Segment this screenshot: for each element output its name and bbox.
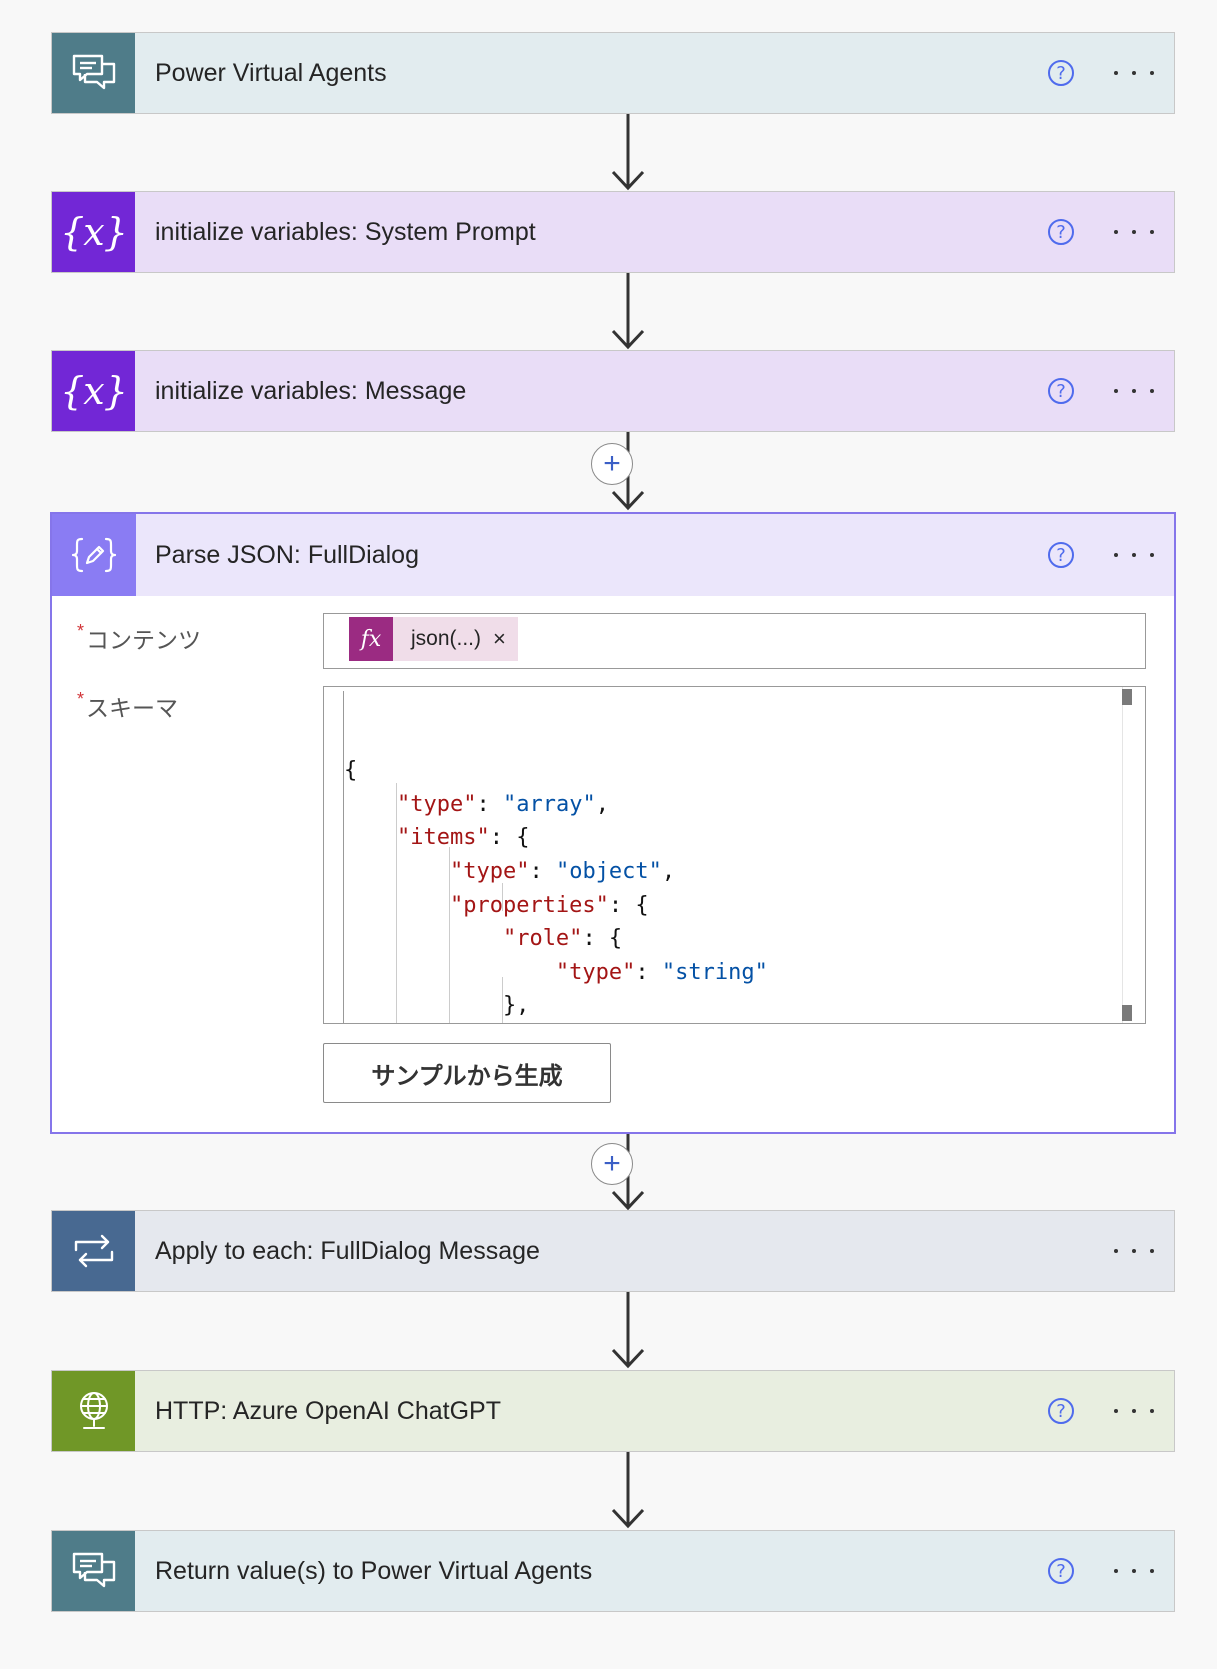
- step-title: Return value(s) to Power Virtual Agents: [155, 1556, 593, 1585]
- step-return-values[interactable]: Return value(s) to Power Virtual Agents …: [51, 1530, 1175, 1612]
- help-icon[interactable]: ?: [1048, 1398, 1074, 1424]
- step-title: initialize variables: Message: [155, 376, 467, 405]
- schema-editor[interactable]: { "type": "array", "items": { "type": "o…: [323, 686, 1146, 1024]
- help-icon[interactable]: ?: [1048, 219, 1074, 245]
- step-title: Parse JSON: FullDialog: [155, 540, 419, 569]
- help-icon[interactable]: ?: [1048, 542, 1074, 568]
- step-http-azure-openai[interactable]: HTTP: Azure OpenAI ChatGPT ?: [51, 1370, 1175, 1452]
- scrollbar-thumb-bottom[interactable]: [1122, 1005, 1132, 1021]
- content-field-label: *コンテンツ: [77, 621, 201, 655]
- more-options-icon[interactable]: [1114, 71, 1154, 75]
- help-icon[interactable]: ?: [1048, 60, 1074, 86]
- connector-arrow: [611, 114, 645, 191]
- expression-token[interactable]: fx json(...) ×: [349, 617, 518, 661]
- insert-step-button[interactable]: +: [591, 443, 633, 485]
- more-options-icon[interactable]: [1114, 1569, 1154, 1573]
- help-icon[interactable]: ?: [1048, 1558, 1074, 1584]
- more-options-icon[interactable]: [1114, 1409, 1154, 1413]
- connector-arrow: [611, 273, 645, 350]
- required-mark: *: [77, 689, 85, 709]
- connector-arrow: [611, 1292, 645, 1369]
- globe-icon: [52, 1371, 135, 1451]
- schema-code[interactable]: { "type": "array", "items": { "type": "o…: [344, 687, 768, 1024]
- more-options-icon[interactable]: [1114, 389, 1154, 393]
- variable-icon: {𝑥}: [52, 351, 135, 431]
- content-input[interactable]: fx json(...) ×: [323, 613, 1146, 669]
- code-line: "role": {: [502, 926, 623, 952]
- step-parse-json: Parse JSON: FullDialog ? *コンテンツ fx json(…: [50, 512, 1176, 1134]
- generate-from-sample-button[interactable]: サンプルから生成: [323, 1043, 611, 1103]
- code-line: "content": {: [344, 1023, 768, 1024]
- schema-field-label: *スキーマ: [77, 689, 178, 723]
- fx-icon: fx: [349, 617, 393, 661]
- step-title: HTTP: Azure OpenAI ChatGPT: [155, 1396, 501, 1425]
- loop-icon: [52, 1211, 135, 1291]
- help-icon[interactable]: ?: [1048, 378, 1074, 404]
- more-options-icon[interactable]: [1114, 553, 1154, 557]
- step-title: Apply to each: FullDialog Message: [155, 1236, 540, 1265]
- parse-json-header[interactable]: Parse JSON: FullDialog ?: [52, 514, 1174, 596]
- step-init-message[interactable]: {𝑥} initialize variables: Message ?: [51, 350, 1175, 432]
- step-title: initialize variables: System Prompt: [155, 217, 536, 246]
- code-line: "type": "string": [555, 959, 768, 985]
- more-options-icon[interactable]: [1114, 1249, 1154, 1253]
- step-title: Power Virtual Agents: [155, 58, 387, 87]
- step-init-system-prompt[interactable]: {𝑥} initialize variables: System Prompt …: [51, 191, 1175, 273]
- scrollbar-thumb-top[interactable]: [1122, 689, 1132, 705]
- more-options-icon[interactable]: [1114, 230, 1154, 234]
- step-apply-to-each[interactable]: Apply to each: FullDialog Message: [51, 1210, 1175, 1292]
- code-line: },: [344, 993, 530, 1019]
- connector-arrow: [611, 1452, 645, 1529]
- step-power-virtual-agents[interactable]: Power Virtual Agents ?: [51, 32, 1175, 114]
- content-label-text: コンテンツ: [86, 627, 202, 653]
- code-line: "items": {: [396, 825, 530, 851]
- code-line: "properties": {: [449, 892, 649, 918]
- chat-bot-icon: [52, 1531, 135, 1611]
- remove-token-icon[interactable]: ×: [493, 626, 506, 651]
- parse-json-icon: [52, 514, 136, 596]
- code-line: {: [344, 758, 358, 784]
- variable-icon: {𝑥}: [52, 192, 135, 272]
- required-mark: *: [77, 621, 85, 641]
- token-label: json(...): [411, 627, 482, 650]
- insert-step-button[interactable]: +: [591, 1143, 633, 1185]
- code-line: "type": "object",: [449, 858, 676, 884]
- chat-bot-icon: [52, 33, 135, 113]
- code-line: "type": "array",: [396, 791, 609, 817]
- schema-scrollbar[interactable]: [1122, 687, 1123, 1023]
- schema-label-text: スキーマ: [86, 695, 179, 721]
